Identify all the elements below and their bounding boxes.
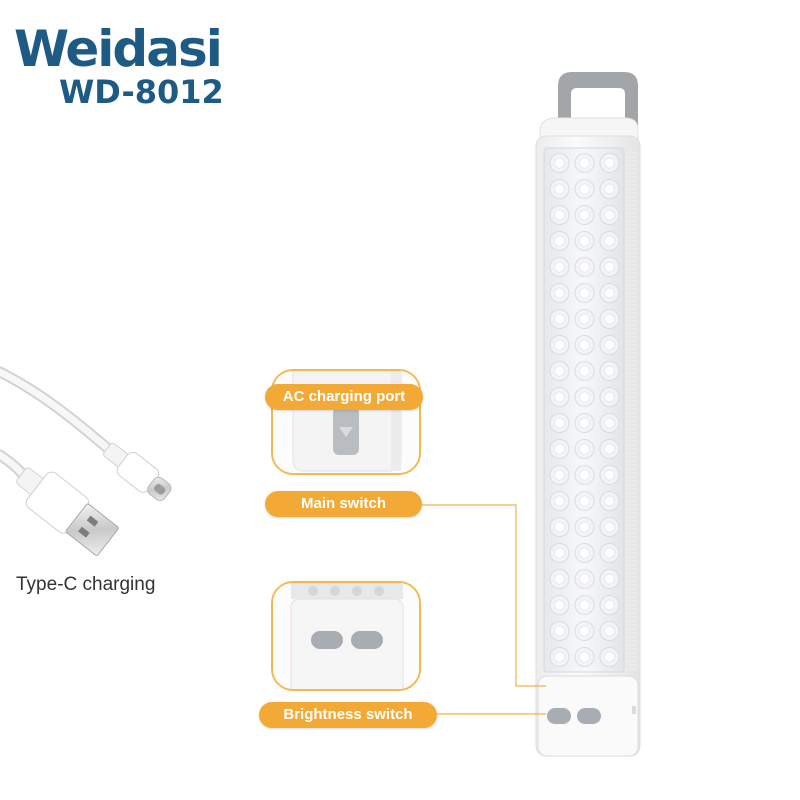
- emergency-led-lamp-icon: [535, 72, 641, 757]
- model-number: WD-8012: [59, 73, 224, 111]
- brand-logo: Weidasi: [14, 20, 223, 78]
- callout-leader-lines: [422, 504, 546, 715]
- type-c-charging-caption: Type-C charging: [16, 574, 156, 595]
- usb-type-c-cable-icon: [0, 366, 172, 556]
- main-switch-label: Main switch: [265, 491, 422, 517]
- brightness-switch-label: Brightness switch: [259, 702, 437, 728]
- switch-detail-callout: [271, 581, 421, 691]
- ac-charging-port-label: AC charging port: [265, 384, 423, 410]
